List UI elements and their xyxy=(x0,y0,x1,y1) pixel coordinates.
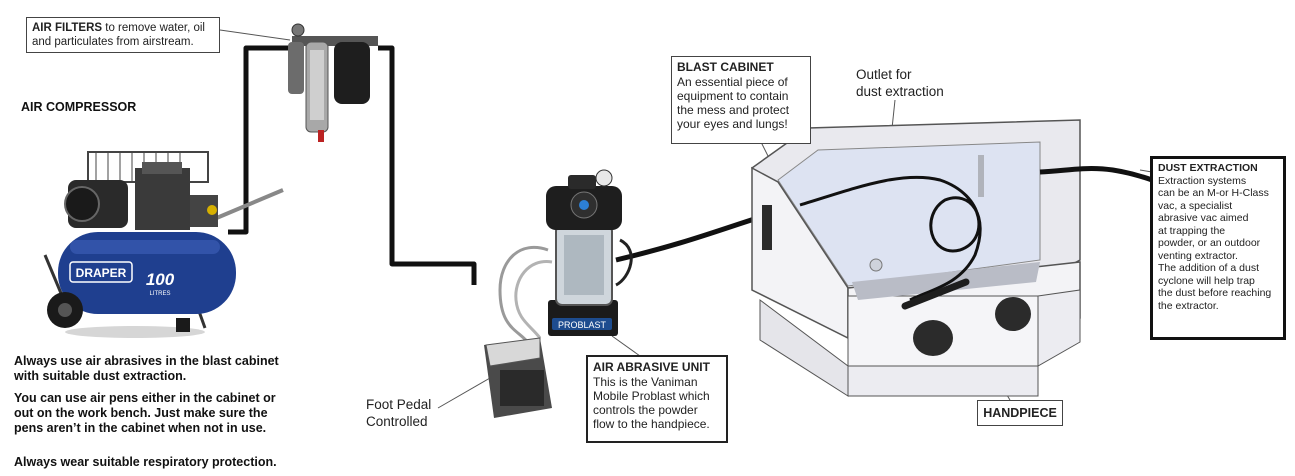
foot-pedal-line-1: Foot Pedal xyxy=(366,397,432,412)
blast-cabinet-line-3: the mess and protect xyxy=(677,103,790,117)
note-respiratory: Always wear suitable respiratory protect… xyxy=(14,455,277,469)
handpiece-title: HANDPIECE xyxy=(983,406,1057,420)
dust-extraction-line-3: vac, a specialist xyxy=(1158,199,1233,212)
air-compressor: DRAPER 100 LITRES xyxy=(43,151,284,338)
dust-extraction-line-7: venting extractor. xyxy=(1158,249,1238,262)
dust-extraction-label: DUST EXTRACTION Extraction systems can b… xyxy=(1150,156,1286,340)
note-1-line-2: with suitable dust extraction. xyxy=(14,369,187,383)
note-2-line-3: pens aren’t in the cabinet when not in u… xyxy=(14,421,267,435)
dust-extraction-line-6: powder, or an outdoor xyxy=(1158,237,1261,249)
air-abrasive-line-4: flow to the handpiece. xyxy=(593,417,710,431)
outlet-line-1: Outlet for xyxy=(856,67,912,82)
air-abrasive-unit: PROBLAST xyxy=(498,169,633,346)
air-filters-leader xyxy=(219,29,291,41)
dust-extraction-line-2: can be an M-or H-Class xyxy=(1158,187,1269,199)
air-filters-unit xyxy=(288,23,378,142)
air-filters-text-2: and particulates from airstream. xyxy=(32,36,194,48)
note-dust-extraction: Always use air abrasives in the blast ca… xyxy=(14,354,279,384)
note-air-pens: You can use air pens either in the cabin… xyxy=(14,391,276,436)
blast-cabinet-line-1: An essential piece of xyxy=(677,75,788,89)
outlet-label: Outlet for dust extraction xyxy=(856,66,944,100)
air-abrasive-leader xyxy=(611,335,641,357)
dust-extraction-line-8: The addition of a dust xyxy=(1158,262,1259,274)
foot-pedal-line-2: Controlled xyxy=(366,414,428,429)
compressor-unit: LITRES xyxy=(149,291,170,297)
air-filters-text-1: to remove water, oil xyxy=(105,22,205,34)
dust-extraction-line-10: the dust before reaching xyxy=(1158,287,1272,299)
dust-extraction-line-1: Extraction systems xyxy=(1158,174,1247,187)
handpiece-label: HANDPIECE xyxy=(977,400,1063,426)
air-abrasive-line-1: This is the Vaniman xyxy=(593,375,698,389)
handpiece xyxy=(901,278,970,310)
air-filters-label: AIR FILTERS to remove water, oil and par… xyxy=(26,17,220,53)
right-glove-port xyxy=(995,297,1031,331)
air-filters-title: AIR FILTERS xyxy=(32,22,103,34)
dust-extraction-title: DUST EXTRACTION xyxy=(1158,162,1258,174)
dust-extraction-line-5: at trapping the xyxy=(1158,224,1226,237)
dust-extraction-hose xyxy=(1039,166,1153,183)
compressor-brand: DRAPER xyxy=(76,266,127,280)
dust-extraction-line-4: abrasive vac aimed xyxy=(1158,212,1249,224)
blast-cabinet-title: BLAST CABINET xyxy=(677,60,774,74)
air-abrasive-title: AIR ABRASIVE UNIT xyxy=(593,360,710,374)
foot-pedal xyxy=(484,337,552,418)
air-abrasive-line-3: controls the powder xyxy=(593,403,698,417)
dust-extraction-line-9: cyclone will help trap xyxy=(1158,274,1255,287)
unit-brand: PROBLAST xyxy=(558,320,607,330)
outlet-line-2: dust extraction xyxy=(856,84,944,99)
blast-cabinet xyxy=(750,119,1081,397)
foot-pedal-leader xyxy=(437,377,491,409)
air-abrasive-line-2: Mobile Problast which xyxy=(593,389,710,403)
compressor-capacity: 100 xyxy=(146,270,175,289)
air-abrasive-label: AIR ABRASIVE UNIT This is the Vaniman Mo… xyxy=(586,355,728,443)
blast-cabinet-line-2: equipment to contain xyxy=(677,89,789,103)
note-2-line-2: out on the work bench. Just make sure th… xyxy=(14,406,268,420)
blast-cabinet-label: BLAST CABINET An essential piece of equi… xyxy=(671,56,811,144)
foot-pedal-label: Foot Pedal Controlled xyxy=(366,396,431,430)
air-compressor-label: AIR COMPRESSOR xyxy=(21,100,137,114)
note-1-line-1: Always use air abrasives in the blast ca… xyxy=(14,354,279,368)
handpiece-hose xyxy=(799,175,982,302)
note-2-line-1: You can use air pens either in the cabin… xyxy=(14,391,276,405)
left-glove-port xyxy=(913,320,953,356)
blast-cabinet-line-4: your eyes and lungs! xyxy=(677,117,788,131)
dust-extraction-line-11: the extractor. xyxy=(1158,299,1219,312)
air-hose xyxy=(228,45,477,285)
